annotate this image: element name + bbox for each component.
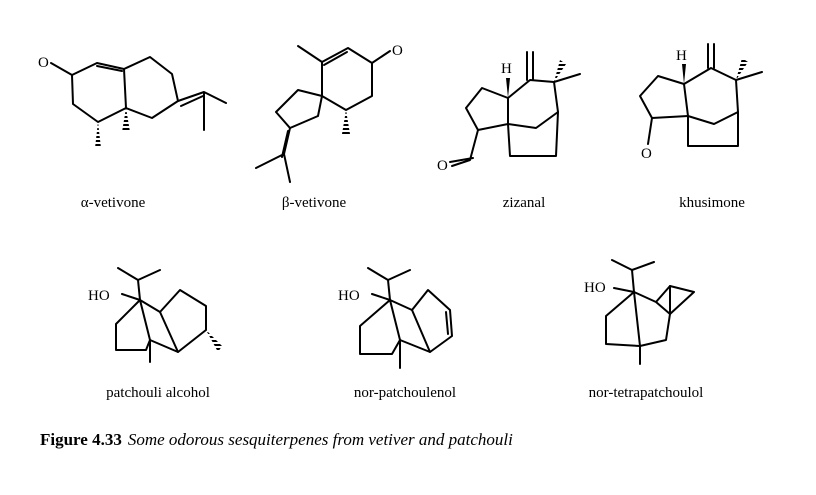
figure-caption: Figure 4.33 Some odorous sesquiterpenes f…	[40, 430, 513, 450]
molecule-name-patchouli-alcohol: patchouli alcohol	[106, 385, 210, 401]
beta-vetivone-hashed-bond	[342, 110, 350, 134]
zizanal-hydrogen-label: H	[501, 61, 512, 77]
molecule-name-zizanal: zizanal	[502, 195, 546, 211]
zizanal-structure: H O	[437, 51, 581, 174]
khusimone-hydrogen-label: H	[676, 48, 687, 64]
nor-patchoulenol-structure: HO	[338, 267, 453, 369]
figure-number: Figure 4.33	[40, 430, 122, 449]
nor-tetrapatchoulol-ho-label: HO	[584, 280, 606, 296]
khusimone-oxygen-label: O	[641, 146, 652, 162]
khusimone-structure: H O	[639, 43, 763, 162]
alpha-vetivone-structure: O	[38, 55, 227, 148]
alpha-vetivone-oxygen-label: O	[38, 55, 49, 71]
molecule-name-nor-tetrapatchoulol: nor-tetrapatchoulol	[588, 385, 704, 401]
molecule-name-khusimone: khusimone	[679, 195, 745, 211]
patchouli-alcohol-structure: HO	[88, 267, 222, 363]
molecule-name-alpha-vetivone: α-vetivone	[80, 195, 146, 211]
beta-vetivone-oxygen-label: O	[392, 43, 403, 59]
nor-tetrapatchoulol-structure: HO	[584, 259, 695, 365]
beta-vetivone-structure: O	[255, 43, 403, 183]
structures-drawing: O O H O H O	[38, 43, 763, 369]
patchouli-alcohol-ho-label: HO	[88, 288, 110, 304]
nor-patchoulenol-ho-label: HO	[338, 288, 360, 304]
molecule-name-nor-patchoulenol: nor-patchoulenol	[353, 385, 457, 401]
alpha-vetivone-hashed-bond-1	[95, 122, 101, 148]
molecule-name-beta-vetivone: β-vetivone	[281, 195, 347, 211]
figure-caption-text: Some odorous sesquiterpenes from vetiver…	[127, 430, 513, 449]
zizanal-oxygen-label: O	[437, 158, 448, 174]
alpha-vetivone-hashed-bond-2	[122, 108, 130, 132]
